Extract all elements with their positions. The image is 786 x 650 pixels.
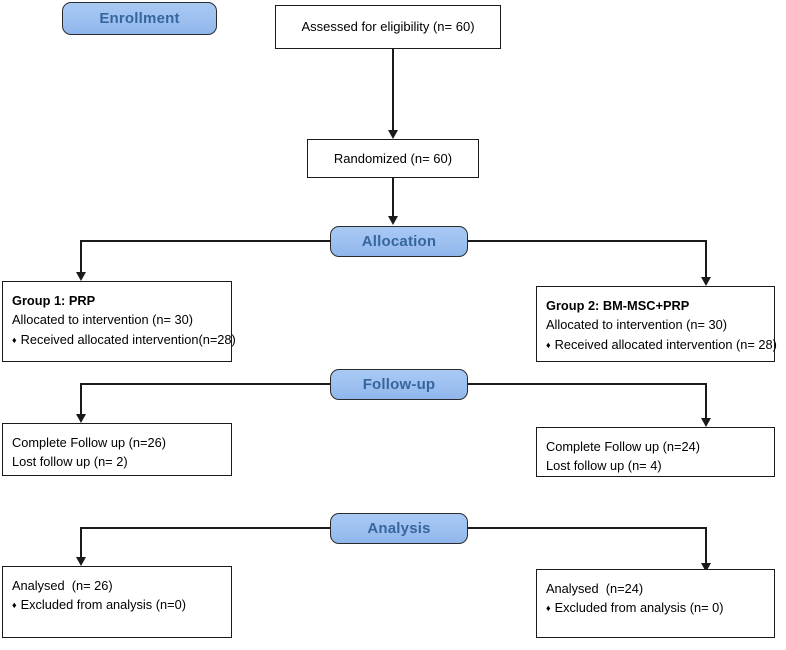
node-group2-followup: Complete Follow up (n=24) Lost follow up… bbox=[536, 427, 775, 477]
group2-complete-followup: Complete Follow up (n=24) bbox=[546, 439, 700, 454]
group1-complete-followup: Complete Follow up (n=26) bbox=[12, 435, 166, 450]
arrowhead-group2-analysis bbox=[700, 563, 711, 572]
connector-analysis-left-horizontal bbox=[80, 527, 331, 529]
group1-analysed-line: Analysed (n= 26) bbox=[12, 578, 113, 593]
node-randomized-text: Randomized (n= 60) bbox=[333, 150, 453, 166]
group2-lost-followup: Lost follow up (n= 4) bbox=[546, 458, 662, 474]
connector-followup-left-horizontal bbox=[80, 383, 331, 385]
arrowhead-group2-followup bbox=[700, 418, 711, 427]
connector-randomized-to-allocation bbox=[392, 178, 394, 220]
stage-label-allocation: Allocation bbox=[330, 226, 468, 257]
stage-label-followup-text: Follow-up bbox=[362, 376, 436, 393]
group1-title: Group 1: PRP bbox=[12, 293, 96, 308]
arrowhead-randomized bbox=[387, 130, 398, 139]
connector-assessed-to-randomized bbox=[392, 49, 394, 134]
connector-allocation-right-vertical bbox=[705, 240, 707, 283]
arrowhead-group1-followup bbox=[75, 414, 86, 423]
group2-excluded-bullet: Excluded from analysis (n= 0) bbox=[546, 598, 765, 617]
connector-analysis-right-horizontal bbox=[467, 527, 706, 529]
group1-allocated-line: Allocated to intervention (n= 30) bbox=[12, 312, 194, 328]
connector-followup-left-vertical bbox=[80, 383, 82, 420]
arrowhead-group1-analysis bbox=[75, 557, 86, 566]
group1-excluded-bullet: Excluded from analysis (n=0) bbox=[12, 595, 222, 614]
node-group1-allocation: Group 1: PRP Allocated to intervention (… bbox=[2, 281, 236, 362]
node-assessed-for-eligibility: Assessed for eligibility (n= 60) bbox=[275, 5, 501, 49]
node-group1-followup: Complete Follow up (n=26) Lost follow up… bbox=[2, 423, 232, 476]
connector-analysis-left-vertical bbox=[80, 527, 82, 563]
node-group2-analysis: Analysed (n=24) Excluded from analysis (… bbox=[536, 569, 775, 638]
node-group2-allocation: Group 2: BM-MSC+PRP Allocated to interve… bbox=[536, 286, 777, 362]
group2-received-bullet: Received allocated intervention (n= 28) bbox=[546, 335, 777, 354]
connector-allocation-left-horizontal bbox=[80, 240, 331, 242]
stage-label-enrollment: Enrollment bbox=[62, 2, 217, 35]
connector-followup-right-vertical bbox=[705, 383, 707, 424]
arrowhead-group1-allocation bbox=[75, 272, 86, 281]
group2-analysed-line: Analysed (n=24) bbox=[546, 581, 644, 596]
arrowhead-allocation bbox=[387, 216, 398, 225]
group1-lost-followup: Lost follow up (n= 2) bbox=[12, 454, 128, 470]
stage-label-followup: Follow-up bbox=[330, 369, 468, 400]
connector-analysis-right-vertical bbox=[705, 527, 707, 569]
stage-label-allocation-text: Allocation bbox=[361, 233, 437, 250]
connector-allocation-right-horizontal bbox=[467, 240, 706, 242]
stage-label-analysis: Analysis bbox=[330, 513, 468, 544]
group2-allocated-line: Allocated to intervention (n= 30) bbox=[546, 317, 728, 333]
stage-label-enrollment-text: Enrollment bbox=[99, 10, 180, 27]
connector-followup-right-horizontal bbox=[467, 383, 706, 385]
group1-received-bullet: Received allocated intervention(n=28) bbox=[12, 330, 236, 349]
connector-allocation-left-vertical bbox=[80, 240, 82, 278]
stage-label-analysis-text: Analysis bbox=[367, 520, 431, 537]
node-randomized: Randomized (n= 60) bbox=[307, 139, 479, 178]
node-group1-analysis: Analysed (n= 26) Excluded from analysis … bbox=[2, 566, 232, 638]
node-assessed-text: Assessed for eligibility (n= 60) bbox=[301, 19, 475, 35]
arrowhead-group2-allocation bbox=[700, 277, 711, 286]
group2-title: Group 2: BM-MSC+PRP bbox=[546, 298, 690, 313]
